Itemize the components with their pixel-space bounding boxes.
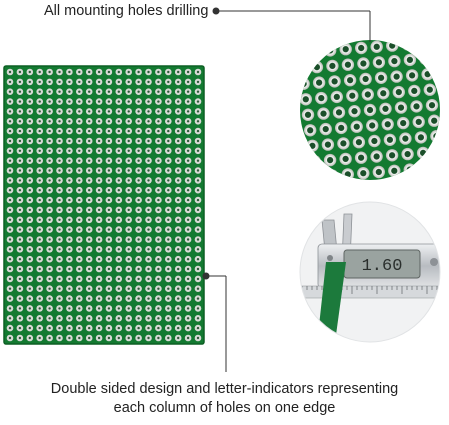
board-pad-grid: [6, 68, 202, 342]
zoom-circle-holes: [300, 40, 440, 180]
leader-dot-icon: [212, 7, 220, 15]
leader-dot-icon: [202, 272, 210, 280]
leader-bottom: [206, 275, 227, 372]
caption-bottom-line1: Double sided design and letter-indicator…: [50, 381, 399, 397]
caliper-reading: 1.60: [362, 257, 403, 276]
caption-bottom-line2: each column of holes on one edge: [113, 400, 336, 416]
caption-top: All mounting holes drilling: [44, 3, 209, 19]
leader-top: [216, 10, 371, 42]
zoom-circle-caliper: 1.60: [299, 201, 441, 343]
pcb-board: [3, 65, 205, 345]
